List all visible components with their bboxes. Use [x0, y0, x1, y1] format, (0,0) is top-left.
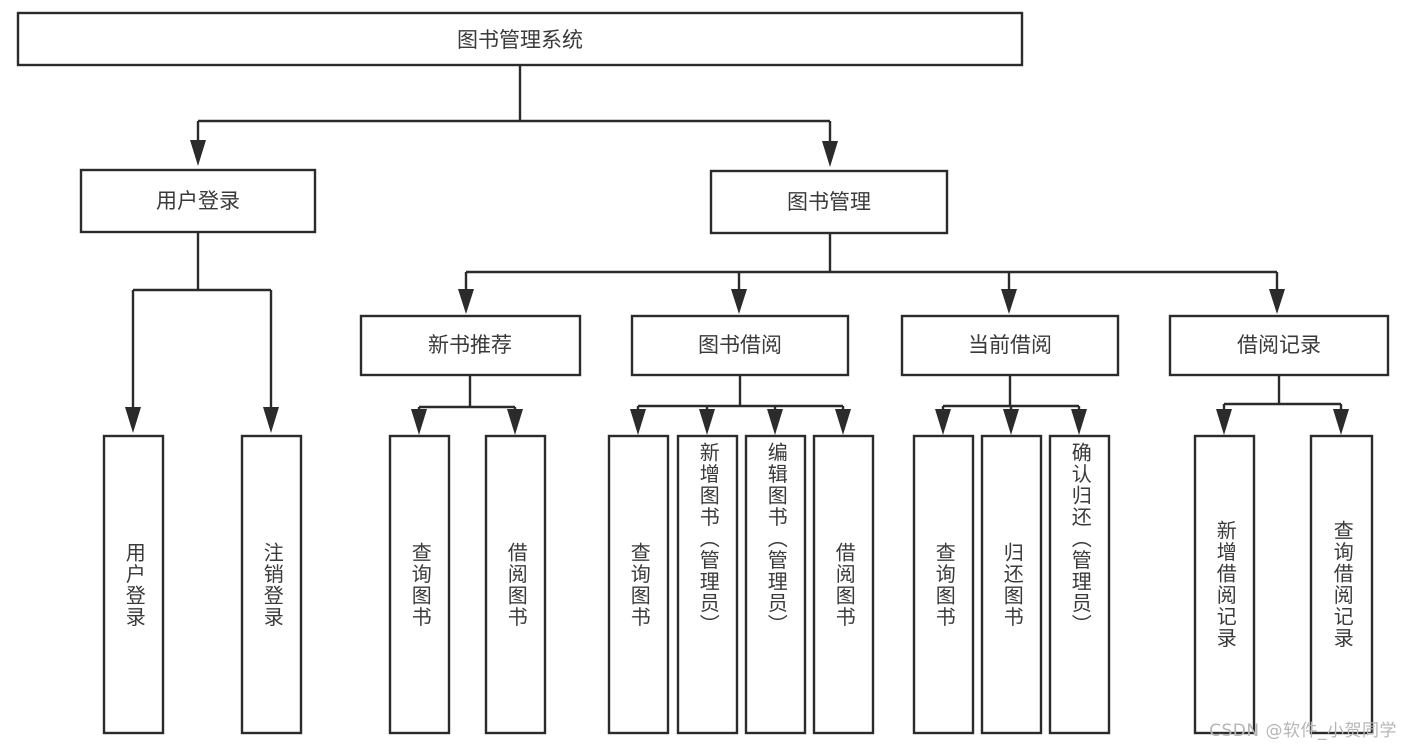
- node-new-book-recommend[interactable]: [359, 314, 582, 377]
- arrow-to-user-login: [190, 140, 206, 166]
- arrow-leaf-re-add: [1216, 409, 1232, 435]
- arrow-leaf-user-login: [125, 407, 141, 433]
- leaf-borrow-2[interactable]: [744, 434, 807, 735]
- arrow-leaf-nb-borrow: [507, 409, 523, 435]
- arrow-leaf-bo-query: [630, 409, 646, 435]
- arrow-to-record: [1269, 289, 1285, 314]
- csdn-watermark: CSDN @软件_小贺同学: [1209, 721, 1397, 741]
- node-borrow-record-label: 借阅记录: [1237, 333, 1321, 357]
- node-root[interactable]: [16, 11, 1024, 67]
- arrow-to-borrow: [731, 289, 747, 314]
- edges-newbook-to-leaves: [411, 375, 523, 435]
- arrow-leaf-bo-add: [699, 409, 715, 435]
- leaf-user-login-1[interactable]: [240, 434, 303, 735]
- leaf-record-1[interactable]: [1309, 434, 1374, 735]
- edges-userlogin-to-leaves: [125, 232, 279, 433]
- arrow-leaf-cu-confirm: [1071, 409, 1087, 435]
- node-book-borrow-label: 图书借阅: [698, 333, 782, 357]
- arrow-leaf-re-query: [1333, 409, 1349, 435]
- node-current-borrow[interactable]: [900, 314, 1120, 377]
- arrow-leaf-bo-edit: [767, 409, 783, 435]
- node-current-borrow-label: 当前借阅: [968, 333, 1052, 357]
- leaf-current-0[interactable]: [912, 434, 975, 735]
- arrow-to-current: [1001, 289, 1017, 314]
- node-book-borrow[interactable]: [630, 314, 850, 377]
- leaf-current-1[interactable]: [980, 434, 1043, 735]
- node-user-login-label: 用户登录: [156, 189, 240, 213]
- arrow-leaf-cu-return: [1003, 409, 1019, 435]
- leaf-borrow-3[interactable]: [812, 434, 875, 735]
- leaf-new-book-1[interactable]: [484, 434, 547, 735]
- node-root-label: 图书管理系统: [457, 28, 583, 52]
- edges-record-to-leaves: [1216, 375, 1349, 435]
- node-book-management-label: 图书管理: [787, 190, 871, 214]
- edges-current-to-leaves: [935, 375, 1087, 435]
- arrow-leaf-logout: [263, 407, 279, 433]
- leaf-current-2[interactable]: [1048, 434, 1111, 735]
- leaf-borrow-1[interactable]: [676, 434, 739, 735]
- node-borrow-record[interactable]: [1168, 314, 1390, 377]
- node-new-book-recommend-label: 新书推荐: [428, 333, 512, 357]
- arrow-leaf-bo-lend: [835, 409, 851, 435]
- edges-root-to-level2: [190, 65, 838, 167]
- arrow-leaf-cu-query: [935, 409, 951, 435]
- leaf-new-book-0[interactable]: [388, 434, 451, 735]
- edges-bookmgmt-to-level3: [458, 233, 1285, 314]
- node-book-management[interactable]: [709, 169, 949, 235]
- leaf-user-login-0[interactable]: [102, 434, 165, 735]
- node-user-login[interactable]: [79, 168, 317, 234]
- leaf-record-0[interactable]: [1193, 434, 1256, 735]
- edges-borrow-to-leaves: [630, 375, 851, 435]
- leaf-borrow-0[interactable]: [607, 434, 670, 735]
- arrow-to-book-mgmt: [822, 141, 838, 167]
- arrow-leaf-nb-query: [411, 409, 427, 435]
- arrow-to-new-book: [458, 289, 474, 314]
